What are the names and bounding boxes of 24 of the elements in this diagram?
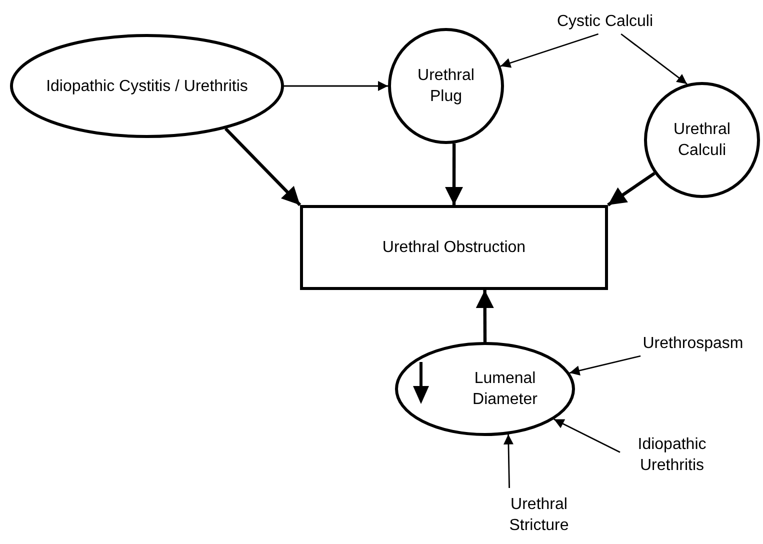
node-text: Lumenal Diameter	[472, 369, 538, 410]
arrow	[569, 355, 641, 376]
node-text: Urethral Plug	[416, 66, 476, 107]
ellipse-node	[395, 342, 575, 436]
arrow	[554, 418, 620, 453]
node-text: Urethral Stricture	[508, 495, 570, 536]
process-box	[300, 205, 608, 290]
arrow	[476, 290, 494, 342]
arrow	[500, 33, 599, 68]
ellipse-node	[388, 28, 504, 144]
node-text: Urethrospasm	[642, 334, 744, 354]
arrow	[445, 143, 464, 205]
arrow	[284, 81, 388, 91]
node-text: Urethral Calculi	[672, 120, 732, 161]
node-text: Idiopathic Cystitis / Urethritis	[45, 76, 249, 96]
ellipse-node	[644, 82, 760, 198]
arrow	[620, 33, 688, 85]
arrow	[224, 127, 302, 206]
arrow	[607, 172, 656, 206]
node-text: Cystic Calculi	[556, 12, 653, 32]
ellipse-node	[10, 34, 284, 138]
arrow	[503, 434, 514, 488]
node-text: Idiopathic Urethritis	[636, 435, 708, 476]
node-text: Urethral Obstruction	[382, 238, 526, 258]
